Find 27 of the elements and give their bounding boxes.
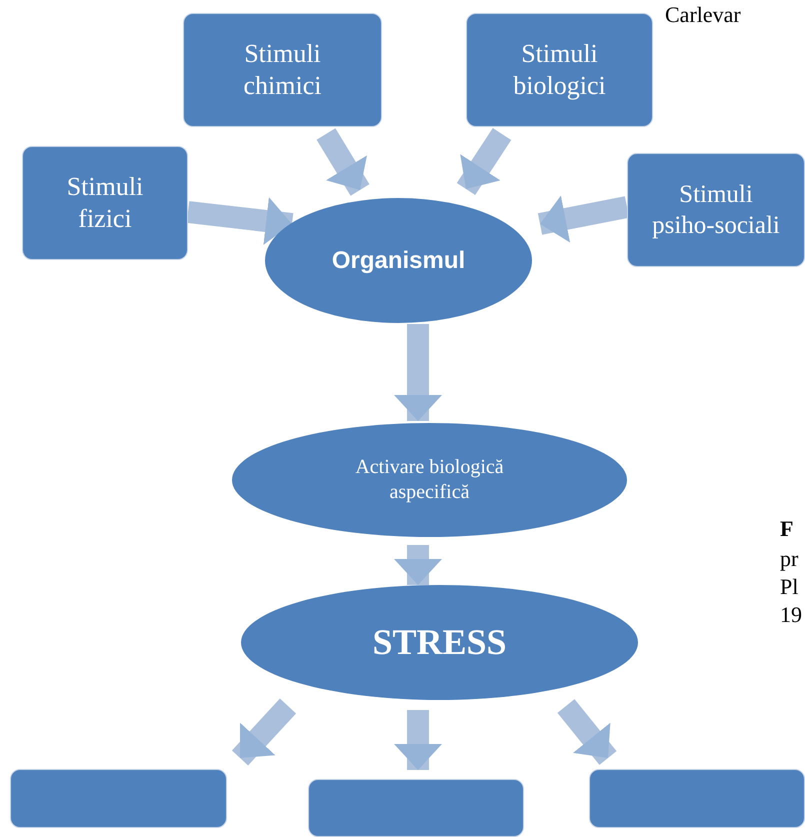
block-arrow xyxy=(316,128,370,196)
block-arrow xyxy=(394,545,442,585)
caption-text-fragment: Carlevar xyxy=(665,2,741,28)
stimulus-box xyxy=(22,146,188,260)
empty-box xyxy=(308,779,524,837)
node-label: Stimuli biologici xyxy=(512,38,607,102)
stimulus-box xyxy=(183,13,382,127)
block-arrow xyxy=(557,699,617,765)
node-label: Stimuli psiho-sociali xyxy=(651,180,781,241)
caption-text-fragment: 19 xyxy=(780,602,802,628)
empty-box xyxy=(10,769,227,828)
empty-box xyxy=(589,769,805,828)
node-label: Organismul xyxy=(332,246,466,276)
caption-text-fragment: pr xyxy=(780,546,798,572)
node-label: Stimuli fizici xyxy=(66,170,144,235)
block-arrow xyxy=(186,197,294,245)
caption-text-fragment: F xyxy=(780,516,794,542)
block-arrow xyxy=(394,324,442,421)
node-label: Activare biologică aspecifică xyxy=(354,455,505,505)
stimulus-box xyxy=(466,13,653,127)
block-arrow xyxy=(456,128,512,196)
caption-text-fragment: Pl xyxy=(780,574,798,600)
stress-label: STRESS xyxy=(372,621,507,664)
stimulus-box xyxy=(627,153,805,267)
node-label: Stimuli chimici xyxy=(242,38,322,102)
block-arrow xyxy=(538,195,630,243)
block-arrow xyxy=(232,698,296,766)
